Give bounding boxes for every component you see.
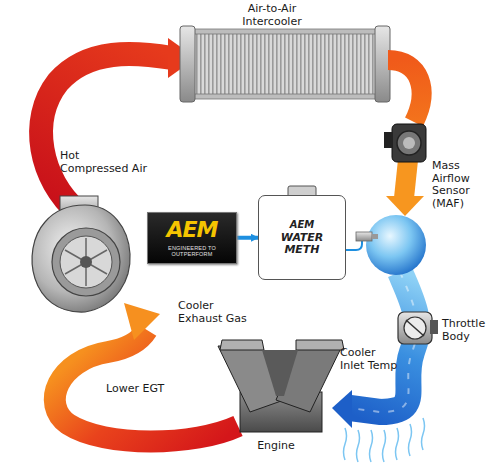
flow-label: Cooler Inlet Temp: [340, 347, 402, 372]
exhaust-arrow: [55, 330, 238, 442]
arrow-head: [386, 196, 424, 216]
product-name: WATER METH: [275, 232, 329, 255]
flow-label: Hot Compressed Air: [60, 150, 150, 175]
brand-slogan: ENGINEERED TO OUTPERFORM: [148, 245, 236, 257]
brand-name: AEM: [290, 220, 315, 230]
flow-label: Cooler Exhaust Gas: [178, 300, 258, 325]
brand-logo: AEM ENGINEERED TO OUTPERFORM: [147, 212, 237, 264]
feed-line: [346, 240, 362, 250]
throttle-body: [398, 312, 438, 344]
turbocharger: [32, 196, 130, 312]
connector-line: [237, 236, 258, 240]
cooling-lines: [344, 418, 425, 462]
arrow-head: [332, 390, 352, 428]
connector: [237, 237, 258, 238]
part-label: Mass Airflow Sensor (MAF): [432, 160, 492, 211]
engine: [218, 340, 344, 432]
charge-air-arrow: [404, 160, 408, 198]
part-label: Air-to-Air Intercooler: [222, 3, 322, 28]
water-meth-kit: AEM WATER METH: [258, 195, 346, 280]
hot-air-arrow: [41, 54, 172, 212]
nozzle: [356, 232, 378, 241]
intercooler: [180, 26, 390, 102]
mist-sphere: [366, 215, 426, 275]
part-label: Engine: [246, 440, 306, 453]
charge-air-arrow: [388, 60, 422, 122]
brand-name: AEM: [167, 219, 218, 241]
part-label: Throttle Body: [442, 318, 492, 343]
flow-label: Lower EGT: [106, 383, 186, 396]
maf-sensor: [384, 124, 426, 162]
arrow-head: [124, 303, 160, 340]
